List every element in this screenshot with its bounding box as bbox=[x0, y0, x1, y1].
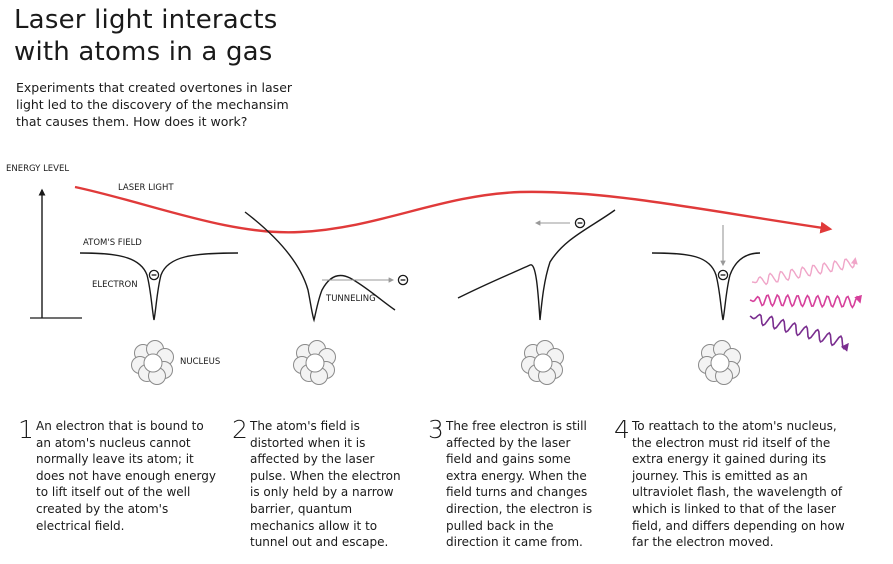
step-3-number: 3 bbox=[428, 415, 444, 444]
step-2-text: The atom's field is distorted when it is… bbox=[250, 418, 401, 551]
step-1-line: electrical field. bbox=[36, 518, 125, 533]
electron-4 bbox=[717, 269, 729, 281]
electron-2 bbox=[397, 274, 409, 286]
step-1-line: does not have enough energy bbox=[36, 468, 216, 483]
step-3-line: pulled back in the bbox=[446, 518, 554, 533]
electron-3 bbox=[574, 217, 586, 229]
nucleus-3 bbox=[521, 340, 564, 385]
step-3-line: field and gains some bbox=[446, 452, 571, 467]
step-4-number: 4 bbox=[614, 415, 630, 444]
step-2-line: is only held by a narrow bbox=[250, 485, 394, 500]
atom-field-well-4 bbox=[651, 252, 761, 321]
energy-axis bbox=[30, 188, 82, 319]
uv-flash-wave-1 bbox=[751, 257, 858, 286]
step-2-line: distorted when it is bbox=[250, 435, 366, 450]
step-3-text: The free electron is still affected by t… bbox=[446, 418, 592, 551]
step-2-number: 2 bbox=[232, 415, 248, 444]
step-1-line: an atom's nucleus cannot bbox=[36, 435, 191, 450]
subtitle-line-1: Experiments that created overtones in la… bbox=[16, 80, 293, 95]
atom-field-well-3 bbox=[457, 209, 616, 321]
step-3-line: direction, the electron is bbox=[446, 501, 593, 516]
step-2-line: mechanics allow it to bbox=[250, 518, 378, 533]
laser-light-wave bbox=[74, 185, 833, 234]
electron-label: ELECTRON bbox=[92, 280, 138, 290]
step-1-line: to lift itself out of the well bbox=[36, 485, 191, 500]
step-2-line: The atom's field is bbox=[250, 419, 360, 433]
atoms-field-label: ATOM'S FIELD bbox=[83, 238, 142, 248]
step-3-line: extra energy. When the bbox=[446, 468, 587, 483]
step-3-line: direction it came from. bbox=[446, 535, 583, 550]
energy-level-label: ENERGY LEVEL bbox=[6, 164, 69, 174]
electron-1 bbox=[148, 269, 160, 281]
step-1-line: created by the atom's bbox=[36, 501, 169, 516]
nucleus-2 bbox=[293, 340, 336, 385]
title-line-2: with atoms in a gas bbox=[14, 37, 273, 67]
nucleus-4 bbox=[698, 340, 741, 385]
nucleus-label: NUCLEUS bbox=[180, 357, 220, 367]
step-4-line: ultraviolet flash, the wavelength of bbox=[632, 485, 843, 500]
subtitle-line-2: light led to the discovery of the mechan… bbox=[16, 97, 289, 112]
step-4-line: extra energy it gained during its bbox=[632, 452, 827, 467]
step-1-line: An electron that is bound to bbox=[36, 419, 204, 433]
subtitle-line-3: that causes them. How does it work? bbox=[16, 114, 248, 129]
title-line-1: Laser light interacts bbox=[14, 5, 278, 35]
step-4-line: field, and differs depending on how bbox=[632, 518, 845, 533]
step-4-line: journey. This is emitted as an bbox=[632, 468, 808, 483]
step-1-line: normally leave its atom; it bbox=[36, 452, 194, 467]
subtitle: Experiments that created overtones in la… bbox=[16, 79, 316, 130]
step-2-line: barrier, quantum bbox=[250, 501, 353, 516]
step-3-line: affected by the laser bbox=[446, 435, 571, 450]
step-2-line: affected by the laser bbox=[250, 452, 375, 467]
step-2-line: pulse. When the electron bbox=[250, 468, 401, 483]
step-3-line: field turns and changes bbox=[446, 485, 588, 500]
tunneling-label: TUNNELING bbox=[325, 294, 376, 304]
laser-light-label: LASER LIGHT bbox=[118, 183, 174, 193]
nucleus-1 bbox=[131, 340, 174, 385]
step-4-line: which is linked to that of the laser bbox=[632, 501, 836, 516]
uv-flash-wave-3 bbox=[749, 313, 849, 352]
step-4-line: far the electron moved. bbox=[632, 535, 774, 550]
step-4-text: To reattach to the atom's nucleus, the e… bbox=[632, 418, 845, 551]
step-1-number: 1 bbox=[18, 415, 34, 444]
step-1-text: An electron that is bound to an atom's n… bbox=[36, 418, 216, 534]
step-4-line: the electron must rid itself of the bbox=[632, 435, 831, 450]
page-title: Laser light interacts with atoms in a ga… bbox=[14, 4, 278, 68]
atom-field-well-2 bbox=[244, 211, 396, 323]
atom-field-well-1 bbox=[79, 252, 239, 321]
step-3-line: The free electron is still bbox=[446, 419, 587, 433]
uv-flash-wave-2 bbox=[749, 293, 862, 309]
step-2-line: tunnel out and escape. bbox=[250, 535, 389, 550]
step-4-line: To reattach to the atom's nucleus, bbox=[632, 419, 837, 433]
